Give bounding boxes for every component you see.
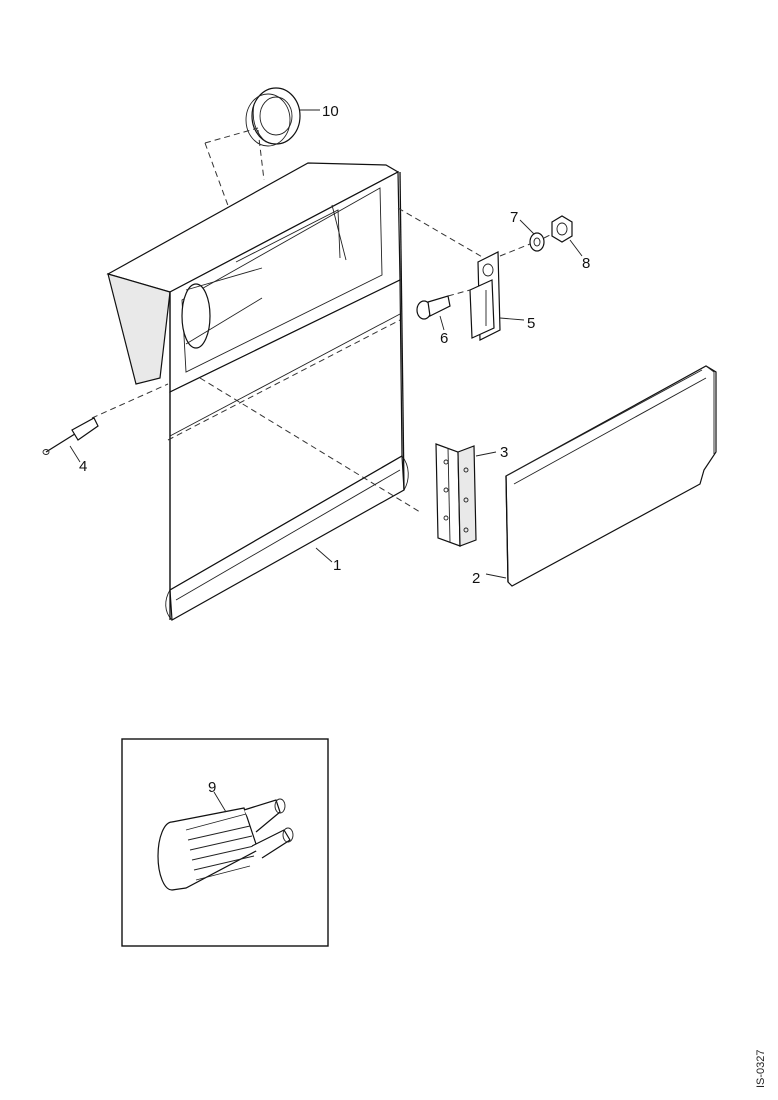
dash-3 xyxy=(199,377,421,513)
leader-7 xyxy=(519,219,535,235)
leader-9 xyxy=(213,791,227,813)
part-6-screw xyxy=(416,289,471,320)
part-9-connector xyxy=(157,798,294,891)
callout-8: 8 xyxy=(582,255,590,272)
part-2-panel xyxy=(505,365,717,587)
dash-10-c xyxy=(257,129,265,181)
leader-2 xyxy=(485,573,507,579)
leader-4 xyxy=(69,445,81,463)
part-4-pin xyxy=(42,417,99,455)
part-7-washer xyxy=(499,232,545,257)
leader-1 xyxy=(315,547,333,563)
dash-panel xyxy=(167,319,401,441)
callout-10: 10 xyxy=(322,103,339,120)
dash-10-a xyxy=(204,127,259,144)
part-3-hinge xyxy=(435,443,477,547)
leader-6 xyxy=(439,315,445,331)
callout-9: 9 xyxy=(208,779,216,796)
callout-1: 1 xyxy=(333,557,341,574)
leader-5 xyxy=(499,317,525,321)
dash-4 xyxy=(91,383,169,419)
part-8-nut xyxy=(543,215,573,243)
dash-5 xyxy=(397,207,485,259)
drawing-code: IS-0327 xyxy=(755,1049,767,1088)
part-5-latch xyxy=(469,251,501,341)
callout-3: 3 xyxy=(500,444,508,461)
callout-2: 2 xyxy=(472,570,480,587)
part-1-housing xyxy=(106,162,409,621)
part-10-ring xyxy=(245,87,301,147)
callout-5: 5 xyxy=(527,315,535,332)
callout-4: 4 xyxy=(79,458,87,475)
callout-6: 6 xyxy=(440,330,448,347)
callout-7: 7 xyxy=(510,209,518,226)
leader-3 xyxy=(475,451,497,457)
leader-8 xyxy=(569,239,583,257)
